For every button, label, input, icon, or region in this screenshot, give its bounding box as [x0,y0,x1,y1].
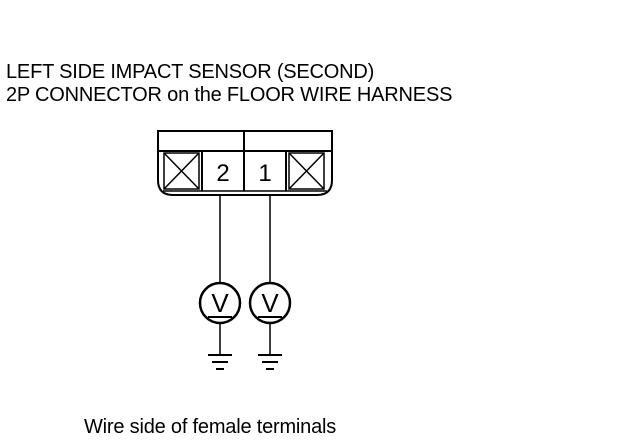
voltmeter-symbol: V [261,288,279,318]
voltmeter-symbol: V [211,288,229,318]
ground-icon [208,354,232,370]
ground-icon [258,354,282,370]
diagram-title: LEFT SIDE IMPACT SENSOR (SECOND) 2P CONN… [6,61,452,107]
pin-number-1: 1 [258,160,271,187]
title-line-1: LEFT SIDE IMPACT SENSOR (SECOND) [6,61,375,83]
pin-number-2: 2 [216,160,229,187]
empty-cavity-left [163,152,200,190]
caption: Wire side of female terminals [84,416,337,438]
empty-cavity-right [288,152,325,190]
connector-2p [157,130,333,196]
connector-outline [157,130,333,196]
voltmeter-icon: V [248,281,292,325]
voltmeter-icon: V [198,281,242,325]
title-line-2: 2P CONNECTOR on the FLOOR WIRE HARNESS [6,84,453,106]
